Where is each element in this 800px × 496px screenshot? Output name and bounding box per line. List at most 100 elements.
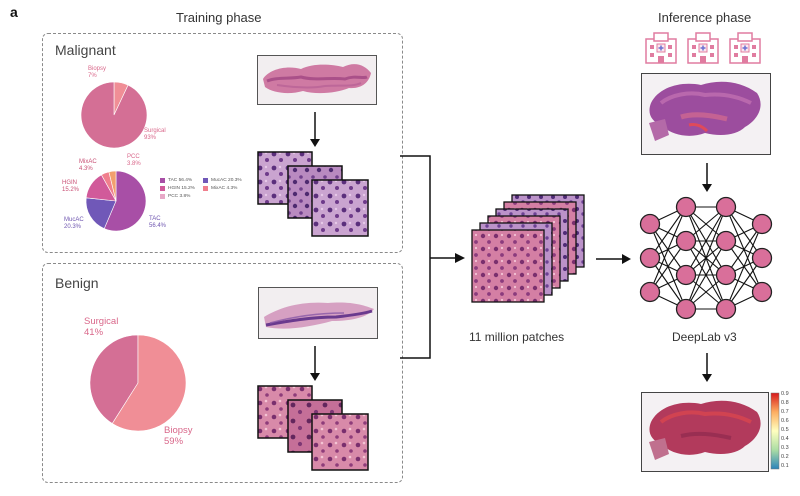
- legend-text-tac: TAC 56.4%: [168, 177, 193, 183]
- malignant-title: Malignant: [55, 42, 116, 58]
- slide-to-network-arrow: [702, 163, 712, 192]
- inference-slide-image: [641, 73, 771, 155]
- legend-text-hgin: HGIN 15.2%: [168, 185, 195, 191]
- colorbar-tick-label: 0.7: [781, 409, 789, 415]
- benign-down-arrow: [310, 346, 320, 381]
- network-node: [639, 247, 661, 269]
- pie-label-surgical: Surgical 93%: [144, 128, 166, 142]
- pie-label-pcc-name: PCC: [127, 154, 140, 160]
- legend-swatch-mucac: [203, 177, 208, 183]
- malignant-patch-stack: [257, 151, 369, 237]
- network-edge: [685, 240, 727, 310]
- benign-pie-label-surgical: Surgical 41%: [84, 316, 118, 338]
- colorbar-tick-label: 0.5: [781, 427, 789, 433]
- training-patches-stack: [471, 194, 585, 303]
- network-node: [715, 298, 737, 320]
- colorbar-tick-label: 0.3: [781, 445, 789, 451]
- pie-label-biopsy-value: 7%: [88, 73, 97, 79]
- benign-patch-stack: [257, 385, 369, 471]
- pie-slice-pcc: [108, 170, 117, 202]
- network-node: [675, 196, 697, 218]
- subtype-legend-col1: TAC 56.4% HGIN 15.2% PCC 3.8%: [160, 176, 200, 200]
- benign-pie-label-surgical-name: Surgical: [84, 316, 119, 327]
- pie-slice-biopsy: [111, 334, 187, 432]
- network-node: [715, 230, 737, 252]
- network-edge: [725, 257, 763, 310]
- malignant-slide-image: [257, 55, 377, 105]
- pie-label-pcc-value: 3.8%: [127, 161, 141, 167]
- legend-text-mixac: MixAC 4.3%: [211, 185, 238, 191]
- legend-item-mixac: MixAC 4.3%: [203, 184, 247, 192]
- network-node: [675, 298, 697, 320]
- colorbar-tick-label: 0.1: [781, 463, 789, 469]
- benign-pie-label-biopsy-value: 59%: [164, 436, 184, 447]
- pie-label-mucac-name: MucAC: [64, 217, 84, 223]
- network-node: [751, 281, 773, 303]
- pie-slice-surgical: [80, 81, 148, 149]
- legend-swatch-tac: [160, 177, 165, 183]
- network-node: [675, 264, 697, 286]
- network-edge: [725, 223, 763, 276]
- pie-label-mucac-value: 20.3%: [64, 224, 82, 230]
- pie-label-mixac: MixAC 4.3%: [79, 159, 97, 173]
- network-edge: [725, 223, 763, 310]
- probability-colorbar: [770, 392, 780, 470]
- pie-label-tac: TAC 56.4%: [149, 216, 166, 230]
- pie-label-surgical-name: Surgical: [144, 128, 166, 134]
- benign-source-pie-chart: [89, 334, 187, 432]
- benign-pie-label-biopsy: Biopsy 59%: [164, 425, 193, 447]
- network-node: [751, 247, 773, 269]
- patches-to-network-arrow: [596, 254, 631, 264]
- malignant-down-arrow: [310, 112, 320, 147]
- legend-swatch-mixac: [203, 185, 208, 191]
- network-node: [675, 230, 697, 252]
- pie-label-biopsy: Biopsy 7%: [88, 66, 106, 80]
- deeplab-network-diagram: [639, 196, 773, 320]
- legend-swatch-hgin: [160, 185, 165, 191]
- inference-phase-title: Inference phase: [658, 10, 752, 25]
- hospital-icon: [687, 32, 719, 64]
- pie-label-biopsy-name: Biopsy: [88, 66, 107, 72]
- benign-title: Benign: [55, 275, 99, 291]
- benign-pie-label-biopsy-name: Biopsy: [164, 425, 193, 436]
- network-edge: [649, 240, 687, 293]
- hospital-icon: [729, 32, 761, 64]
- colorbar-tick-label: 0.8: [781, 400, 789, 406]
- network-node: [751, 213, 773, 235]
- legend-item-pcc: PCC 3.8%: [160, 192, 200, 200]
- benign-pie-label-surgical-value: 41%: [84, 327, 104, 338]
- pie-slice-mucac: [85, 197, 117, 230]
- legend-swatch-pcc: [160, 193, 165, 199]
- malignant-box: [42, 33, 403, 253]
- network-node: [715, 196, 737, 218]
- network-edge: [649, 206, 687, 293]
- pie-slice-tac: [103, 170, 147, 232]
- pie-label-tac-name: TAC: [149, 216, 161, 222]
- prediction-heatmap-image: [641, 392, 769, 472]
- legend-item-hgin: HGIN 15.2%: [160, 184, 200, 192]
- network-node: [639, 281, 661, 303]
- benign-box: [42, 263, 403, 483]
- subtype-legend-col2: MucAC 20.3% MixAC 4.3%: [203, 176, 247, 192]
- colorbar-tick-label: 0.2: [781, 454, 789, 460]
- legend-item-tac: TAC 56.4%: [160, 176, 200, 184]
- pie-label-mucac: MucAC 20.3%: [64, 217, 84, 231]
- pie-label-mixac-name: MixAC: [79, 159, 97, 165]
- network-edge: [685, 206, 727, 276]
- hospital-icon: [645, 32, 677, 64]
- pie-label-pcc: PCC 3.8%: [127, 154, 141, 168]
- legend-text-pcc: PCC 3.8%: [168, 193, 191, 199]
- legend-text-mucac: MucAC 20.3%: [211, 177, 242, 183]
- pie-label-hgin-value: 15.2%: [62, 187, 80, 193]
- model-label: DeepLab v3: [672, 330, 737, 344]
- network-node: [639, 213, 661, 235]
- panel-letter: a: [10, 4, 18, 20]
- merge-bracket-arrow: [400, 155, 465, 359]
- pie-label-hgin: HGIN 15.2%: [62, 180, 79, 194]
- malignant-subtype-pie-chart: [85, 170, 147, 232]
- malignant-source-pie-chart: [80, 81, 148, 149]
- network-node: [715, 264, 737, 286]
- colorbar-tick-label: 0.6: [781, 418, 789, 424]
- benign-slide-image: [258, 287, 378, 339]
